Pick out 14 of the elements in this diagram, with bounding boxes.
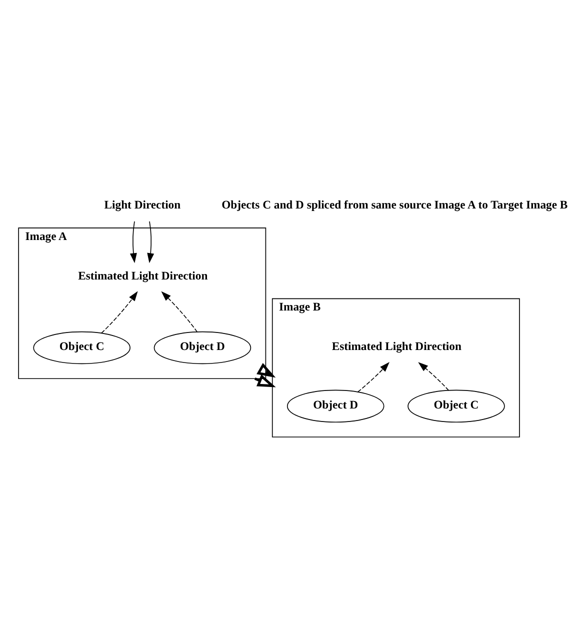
- arrow: [101, 291, 138, 334]
- node-text: Estimated Light Direction: [332, 340, 462, 353]
- arrow: [147, 221, 154, 264]
- node-text: Light Direction: [104, 198, 181, 212]
- node-ellipse: Object C: [408, 390, 505, 423]
- arrow: [161, 291, 198, 332]
- arrow: [418, 362, 450, 391]
- arrow: [357, 362, 390, 392]
- label: Objects C and D spliced from same source Image A to Target Image B: [222, 198, 568, 212]
- node-ellipse: Object D: [286, 390, 384, 423]
- node-text: Estimated Light Direction: [78, 269, 208, 282]
- node-ellipse: Object D: [154, 331, 252, 364]
- node-ellipse: Object C: [33, 331, 130, 364]
- arrow: [130, 221, 137, 264]
